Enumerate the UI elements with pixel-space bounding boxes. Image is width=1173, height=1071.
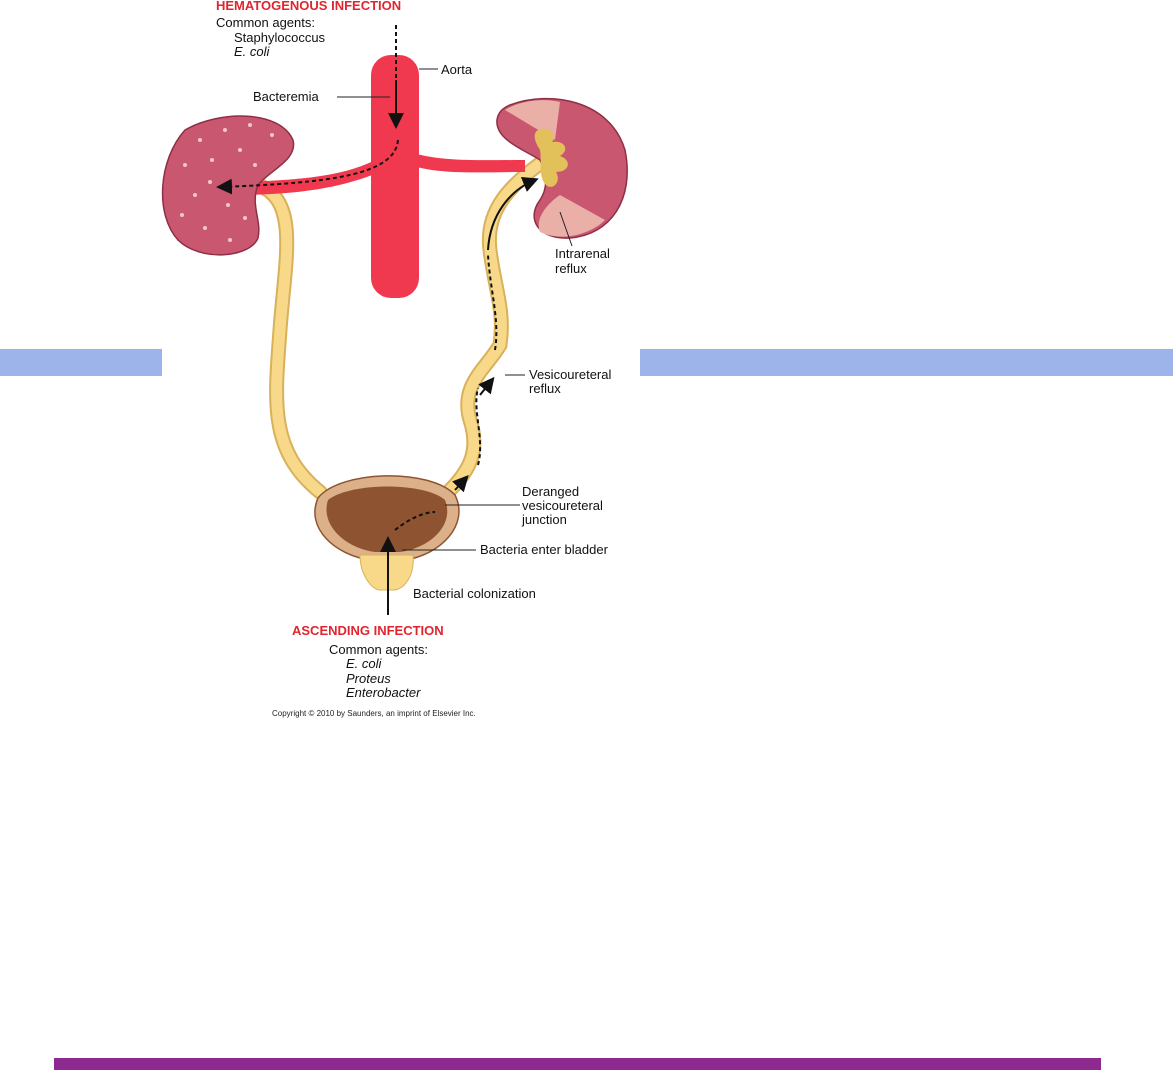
deranged-junction-label: Deranged bbox=[522, 484, 579, 499]
footer-rule bbox=[54, 1058, 1101, 1070]
aorta-label: Aorta bbox=[441, 62, 473, 77]
bacteria-enter-bladder-label: Bacteria enter bladder bbox=[480, 542, 609, 557]
left-ureter bbox=[250, 177, 328, 500]
ascending-route-arrows bbox=[380, 177, 539, 615]
vesicoureteral-reflux-label: Vesicoureteral bbox=[529, 367, 611, 382]
bacteremia-label: Bacteremia bbox=[253, 89, 320, 104]
hematogenous-agent: E. coli bbox=[234, 44, 271, 59]
bacterial-colonization-label: Bacterial colonization bbox=[413, 586, 536, 601]
right-kidney bbox=[496, 97, 628, 239]
deranged-junction-label: vesicoureteral bbox=[522, 498, 603, 513]
hematogenous-agents-heading: Common agents: bbox=[216, 15, 315, 30]
right-highlight-band bbox=[640, 349, 1173, 376]
right-ureter bbox=[442, 152, 553, 498]
ascending-agent: E. coli bbox=[346, 656, 383, 671]
vesicoureteral-reflux-label: reflux bbox=[529, 381, 561, 396]
ascending-title: ASCENDING INFECTION bbox=[292, 623, 444, 638]
left-highlight-band bbox=[0, 349, 162, 376]
hematogenous-route-arrows bbox=[216, 25, 404, 195]
hematogenous-title: HEMATOGENOUS INFECTION bbox=[216, 0, 401, 13]
ascending-agents-heading: Common agents: bbox=[329, 642, 428, 657]
intrarenal-reflux-label: Intrarenal bbox=[555, 246, 610, 261]
hematogenous-agent: Staphylococcus bbox=[234, 30, 326, 45]
label-leader-lines bbox=[337, 68, 573, 551]
ascending-agent: Proteus bbox=[346, 671, 391, 686]
urinary-bladder bbox=[314, 475, 460, 591]
aorta-vessel bbox=[371, 55, 419, 298]
ascending-agent: Enterobacter bbox=[346, 685, 421, 700]
right-renal-artery bbox=[410, 152, 525, 173]
deranged-junction-label: junction bbox=[521, 512, 567, 527]
intrarenal-reflux-label: reflux bbox=[555, 261, 587, 276]
copyright-notice: Copyright © 2010 by Saunders, an imprint… bbox=[272, 709, 476, 718]
